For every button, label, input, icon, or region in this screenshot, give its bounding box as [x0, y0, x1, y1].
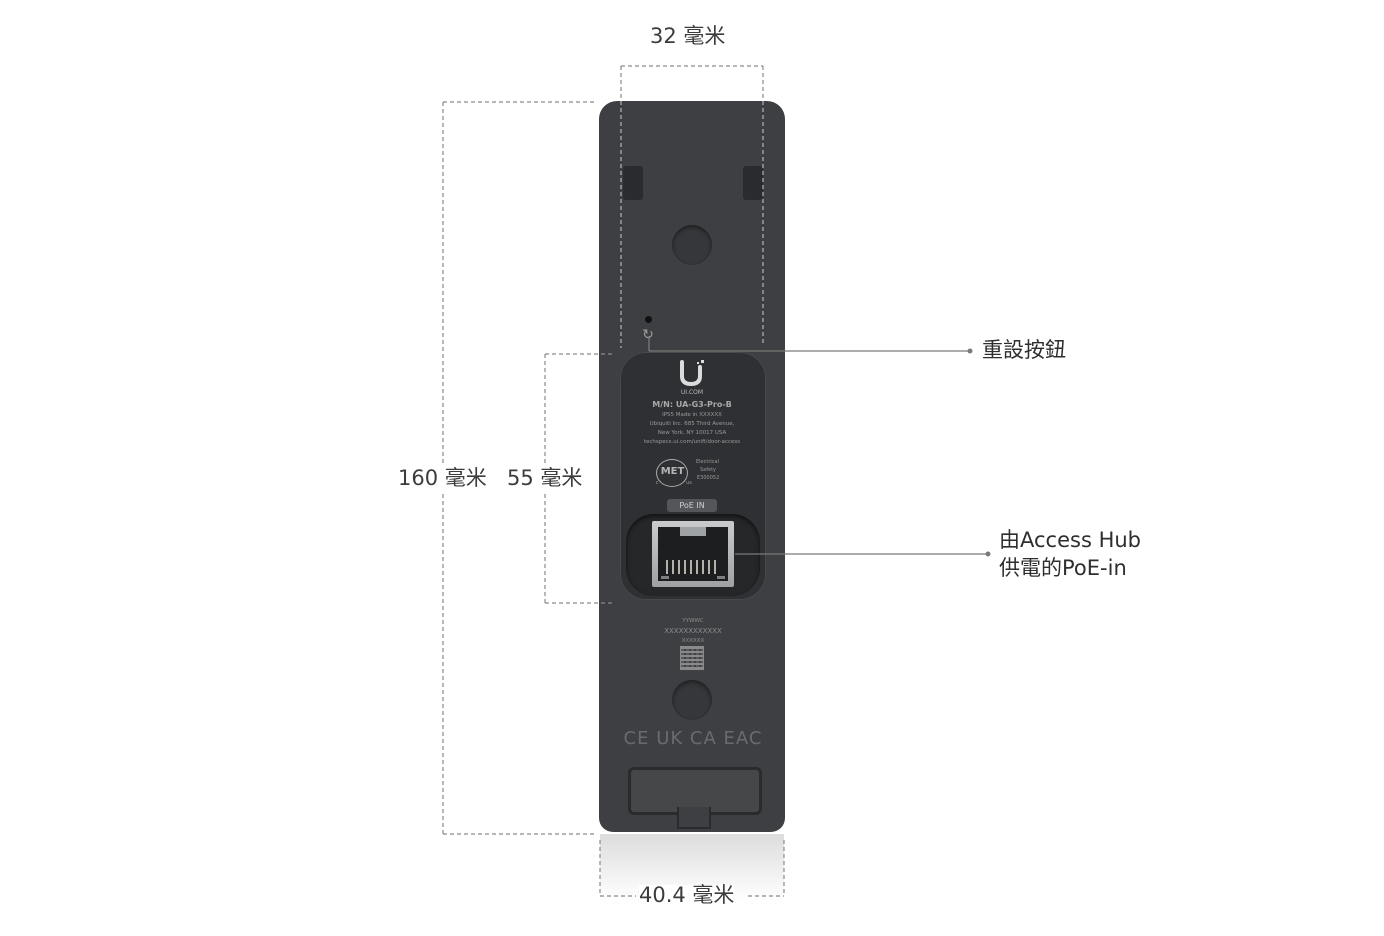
reset-pinhole[interactable] — [645, 316, 652, 323]
bottom-notch — [677, 807, 711, 829]
reset-button-label: 重設按鈕 — [982, 338, 1066, 362]
met-text: MET — [660, 466, 685, 477]
screw-hole-bottom — [672, 680, 712, 720]
label-line-2: Ubiquiti Inc. 685 Third Avenue, — [649, 421, 735, 427]
reset-icon: ↻ — [642, 327, 654, 343]
poe-in-label-line-2: 供電的PoE-in — [999, 556, 1127, 580]
poe-in-tag — [667, 499, 717, 512]
met-line-3: E300052 — [697, 475, 720, 481]
certification-marks: CE UK CA EAC — [623, 728, 763, 749]
serial-line-1: YYWWC — [682, 618, 704, 624]
screw-hole-top — [672, 225, 712, 265]
label-line-1: IP55 Made in XXXXXX — [662, 412, 722, 418]
bottom-width-label: 40.4 毫米 — [639, 883, 735, 907]
panel-height-label: 55 毫米 — [507, 466, 583, 490]
ethernet-port-contacts — [666, 560, 720, 574]
met-line-2: Safety — [700, 467, 716, 473]
label-line-3: New York, NY 10017 USA — [657, 430, 727, 436]
serial-line-3: XXXXXX — [681, 638, 705, 644]
mounting-slot-right — [743, 166, 763, 200]
brand-text: UI.COM — [680, 389, 704, 396]
bottom-cable-slot — [628, 767, 762, 815]
poe-in-text: PoE IN — [679, 501, 705, 510]
model-text: M/N: UA-G3-Pro-B — [652, 400, 732, 409]
serial-line-2: XXXXXXXXXXXX — [664, 627, 722, 635]
mounting-slot-left — [623, 166, 643, 200]
ethernet-port-led-left — [661, 576, 669, 579]
label-line-4: techspecs.ui.com/unifi/door-access — [643, 439, 741, 445]
met-line-1: Electrical — [696, 459, 719, 465]
ethernet-port-led-right — [717, 576, 725, 579]
top-width-label: 32 毫米 — [650, 24, 726, 48]
met-us-text: us — [686, 480, 692, 486]
met-mark-icon — [656, 459, 688, 487]
qr-code — [680, 646, 704, 670]
ui-logo-icon — [676, 358, 708, 388]
met-c-text: c — [655, 480, 659, 486]
poe-in-label-line-1: 由Access Hub — [999, 528, 1141, 552]
ethernet-port-tab — [680, 527, 706, 536]
total-height-label: 160 毫米 — [398, 466, 487, 490]
